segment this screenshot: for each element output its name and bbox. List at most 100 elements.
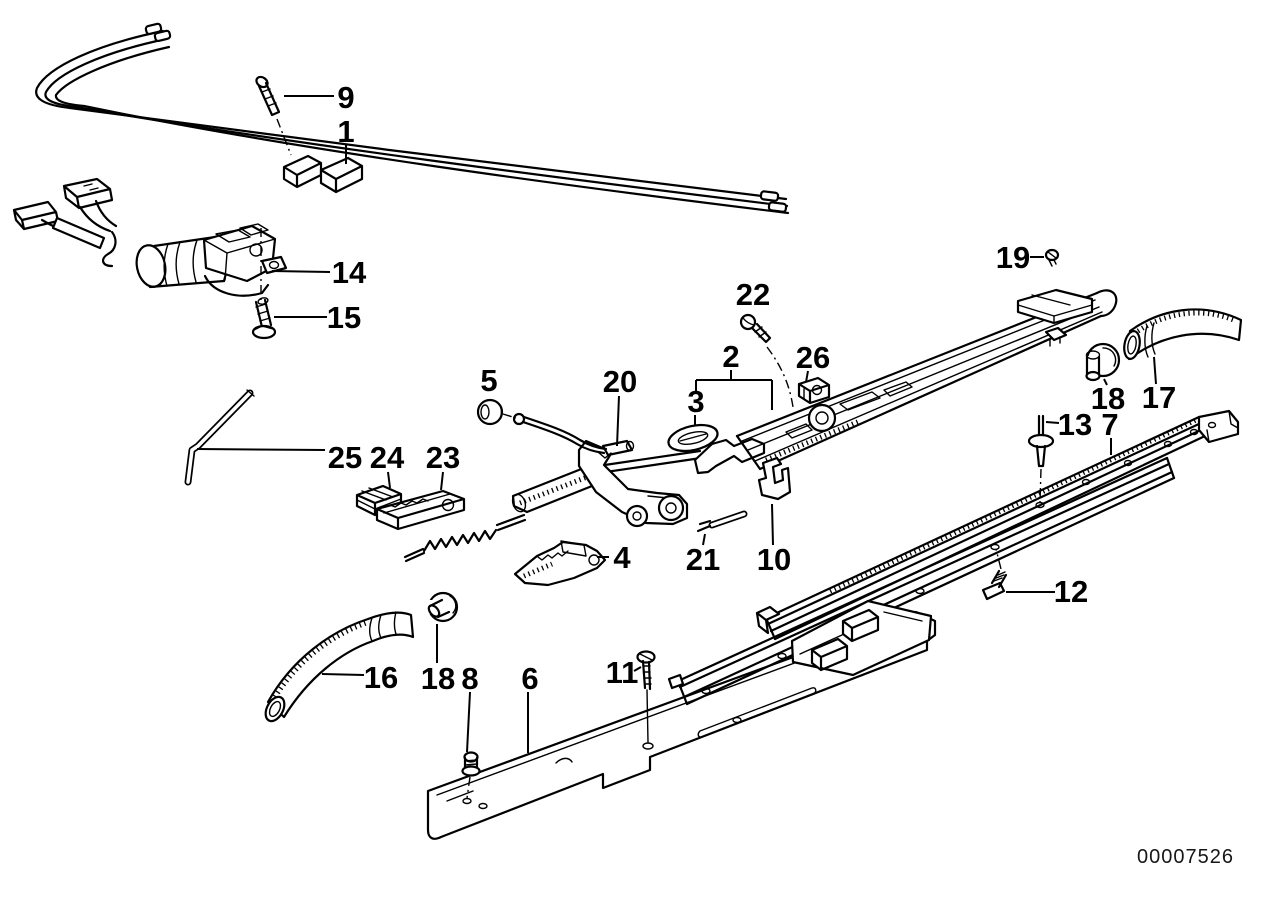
callout-number-label: 18	[1091, 381, 1125, 416]
callout-3: 3	[687, 384, 705, 425]
callout-7: 7	[1101, 407, 1119, 455]
callout-number-label: 14	[332, 255, 367, 290]
callout-18: 18	[421, 624, 455, 696]
callout-number-label: 22	[736, 277, 770, 312]
callout-number-label: 11	[606, 655, 639, 690]
clamp-ring-left-part	[427, 591, 459, 623]
callout-leader-line	[805, 370, 809, 383]
callout-26: 26	[796, 340, 830, 383]
cable-clamp-part	[282, 154, 364, 194]
callout-11: 11	[606, 655, 642, 690]
callout-number-label: 7	[1101, 407, 1118, 442]
callout-6: 6	[521, 661, 539, 753]
rivet-13-part	[1027, 414, 1055, 509]
hose-right-part	[1123, 308, 1243, 361]
callout-number-label: 19	[996, 240, 1030, 275]
glide-shoe-part	[513, 540, 607, 587]
callout-number-label: 15	[327, 300, 361, 335]
sunroof-motor-part	[12, 177, 288, 300]
callout-leader-line	[616, 395, 620, 447]
callout-9: 9	[284, 80, 355, 115]
grommet-nut-part	[461, 751, 481, 805]
callout-leader-line	[440, 471, 444, 491]
callout-number-label: 21	[686, 542, 720, 577]
screw-19-part	[1044, 248, 1060, 267]
callout-number-label: 24	[370, 440, 405, 475]
callout-number-label: 2	[722, 339, 739, 374]
callout-20: 20	[603, 364, 637, 447]
callout-number-label: 16	[364, 660, 398, 695]
callout-leader-line	[387, 471, 391, 489]
cable-assembly	[35, 22, 790, 215]
drive-rail-part	[735, 288, 1118, 471]
callout-number-label: 25	[328, 440, 362, 475]
callout-1: 1	[337, 114, 355, 164]
callout-5: 5	[480, 363, 497, 398]
callout-leader-line	[271, 270, 331, 273]
callout-21: 21	[686, 533, 720, 577]
callout-23: 23	[426, 440, 460, 491]
callout-25: 25	[196, 440, 362, 475]
callout-leader-line	[1045, 421, 1060, 424]
middle-rail-part	[667, 456, 1176, 706]
callout-number-label: 8	[461, 661, 478, 696]
callout-number-label: 1	[337, 114, 354, 149]
callout-4: 4	[597, 540, 631, 575]
callout-19: 19	[996, 240, 1044, 275]
callout-24: 24	[370, 440, 405, 489]
callout-leader-line	[702, 533, 706, 546]
callout-leader-line	[1153, 356, 1157, 385]
callout-number-label: 17	[1142, 380, 1176, 415]
callout-10: 10	[757, 503, 791, 577]
callout-number-label: 13	[1058, 407, 1092, 442]
callout-leader-line	[321, 673, 365, 676]
callout-number-label: 18	[421, 661, 455, 696]
slider-block-parts	[355, 484, 466, 531]
callout-2: 2	[695, 339, 773, 410]
diagram-id-number: 00007526	[1137, 846, 1234, 868]
screw-15-part	[251, 297, 277, 340]
lever-bracket-part	[577, 439, 689, 528]
clamp-ring-right-part	[1083, 342, 1121, 382]
callout-15: 15	[274, 300, 361, 335]
callout-number-label: 3	[687, 384, 704, 419]
cover-plate-part	[790, 599, 933, 677]
stop-block-part	[797, 376, 831, 405]
callout-leader-line	[633, 666, 642, 672]
screw-22-part	[739, 313, 772, 344]
crank-rod-part	[184, 389, 255, 486]
clip-10-part	[757, 456, 792, 501]
callout-leader-line	[466, 691, 471, 753]
callout-number-label: 5	[480, 363, 497, 398]
callout-leader-line	[771, 503, 774, 546]
callout-22: 22	[736, 277, 770, 312]
screw-9-part	[255, 75, 292, 156]
callout-14: 14	[271, 255, 367, 290]
callout-leader-line	[1103, 378, 1108, 386]
hose-left-part	[264, 611, 415, 723]
tension-spring-assembly	[403, 449, 703, 563]
callout-number-label: 20	[603, 364, 637, 399]
callout-18: 18	[1091, 378, 1125, 416]
callout-number-label: 23	[426, 440, 460, 475]
bushing-part	[476, 398, 608, 455]
callout-number-label: 12	[1054, 574, 1088, 609]
callout-8: 8	[461, 661, 479, 753]
callout-12: 12	[1006, 574, 1088, 609]
screw-11-part	[636, 650, 656, 750]
oval-grommet-part	[667, 423, 766, 475]
callout-number-label: 4	[613, 540, 631, 575]
screw-12-part	[981, 548, 1008, 601]
pin-21-part	[696, 510, 748, 533]
callout-number-label: 6	[521, 661, 538, 696]
callout-number-label: 10	[757, 542, 791, 577]
callout-17: 17	[1142, 356, 1176, 415]
callout-16: 16	[321, 660, 398, 695]
callout-leader-line	[196, 448, 326, 451]
callout-13: 13	[1045, 407, 1092, 442]
callout-number-label: 9	[337, 80, 354, 115]
guide-rail-part	[755, 409, 1240, 641]
